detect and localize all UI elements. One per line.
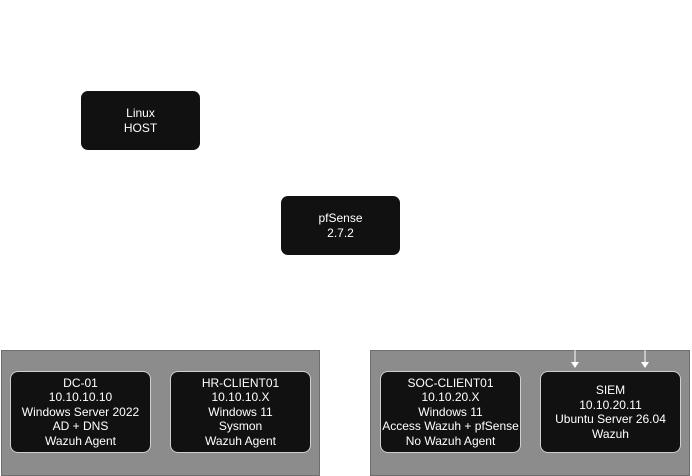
soc-client01-node: SOC-CLIENT01 10.10.20.X Windows 11 Acces… xyxy=(380,371,521,453)
node-label: Access Wazuh + pfSense xyxy=(382,419,519,434)
node-label: Wazuh Agent xyxy=(45,433,116,448)
node-label: AD + DNS xyxy=(52,419,109,434)
node-label: SOC-CLIENT01 xyxy=(407,375,494,390)
node-label: 10.10.20.11 xyxy=(579,397,642,412)
dc01-node: DC-01 10.10.10.10 Windows Server 2022 AD… xyxy=(10,371,151,453)
node-label: pfSense xyxy=(318,211,363,225)
siem-node: SIEM 10.10.20.11 Ubuntu Server 26.04 Waz… xyxy=(540,371,681,453)
node-label: Sysmon xyxy=(218,419,263,434)
node-label: Windows 11 xyxy=(208,404,273,419)
node-label: 10.10.10.X xyxy=(211,390,270,405)
node-label: DC-01 xyxy=(63,375,98,390)
node-label: Wazuh Agent xyxy=(205,433,276,448)
siem-arrow-left xyxy=(571,350,579,368)
node-label: 10.10.20.X xyxy=(421,390,480,405)
node-label: 10.10.10.10 xyxy=(48,390,113,405)
node-label: Windows 11 xyxy=(418,404,483,419)
node-label: No Wazuh Agent xyxy=(405,433,496,448)
node-label: Windows Server 2022 xyxy=(21,404,140,419)
node-label: HOST xyxy=(123,120,158,135)
node-label: Ubuntu Server 26.04 xyxy=(555,412,666,426)
node-label: HR-CLIENT01 xyxy=(201,375,280,390)
node-label: Wazuh xyxy=(592,426,629,441)
linux-host-node: Linux HOST xyxy=(81,91,200,150)
node-label: Linux xyxy=(126,106,155,120)
pfsense-node: pfSense 2.7.2 xyxy=(281,196,400,255)
siem-arrow-right xyxy=(641,350,649,368)
node-label: SIEM xyxy=(595,383,626,397)
hr-client01-node: HR-CLIENT01 10.10.10.X Windows 11 Sysmon… xyxy=(170,371,311,453)
node-label: 2.7.2 xyxy=(327,225,354,240)
